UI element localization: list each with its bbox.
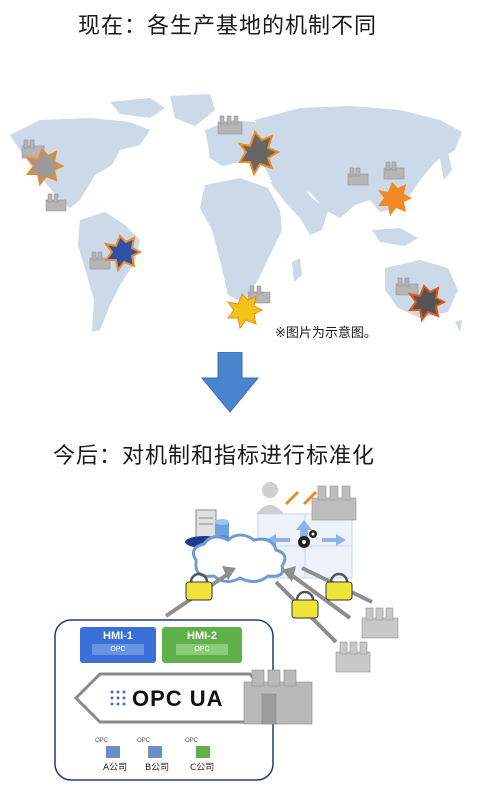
opc-ua-logo: OPC UA	[132, 686, 224, 711]
illustration-note: ※图片为示意图。	[275, 326, 377, 341]
standardization-diagram	[54, 482, 399, 781]
future-heading: 今后：对机制和指标进行标准化	[53, 444, 376, 469]
hmi-1-box: HMI-1 OPC	[80, 627, 156, 663]
company-c-tag: OPC	[185, 738, 199, 744]
hmi-2-title: HMI-2	[187, 630, 217, 642]
hmi-1-sub: OPC	[92, 644, 144, 655]
hmi-2-sub: OPC	[176, 644, 228, 655]
hmi-2-box: HMI-2 OPC	[162, 627, 242, 663]
company-a-tag: OPC	[95, 738, 109, 744]
hmi-1-title: HMI-1	[103, 630, 133, 642]
company-b-tag: OPC	[137, 738, 151, 744]
company-b-label: B公司	[145, 763, 170, 773]
down-arrow-icon	[200, 352, 260, 413]
company-a-label: A公司	[103, 763, 128, 773]
current-heading: 现在：各生产基地的机制不同	[78, 14, 378, 39]
world-map	[10, 94, 462, 332]
company-c-label: C公司	[190, 763, 215, 773]
